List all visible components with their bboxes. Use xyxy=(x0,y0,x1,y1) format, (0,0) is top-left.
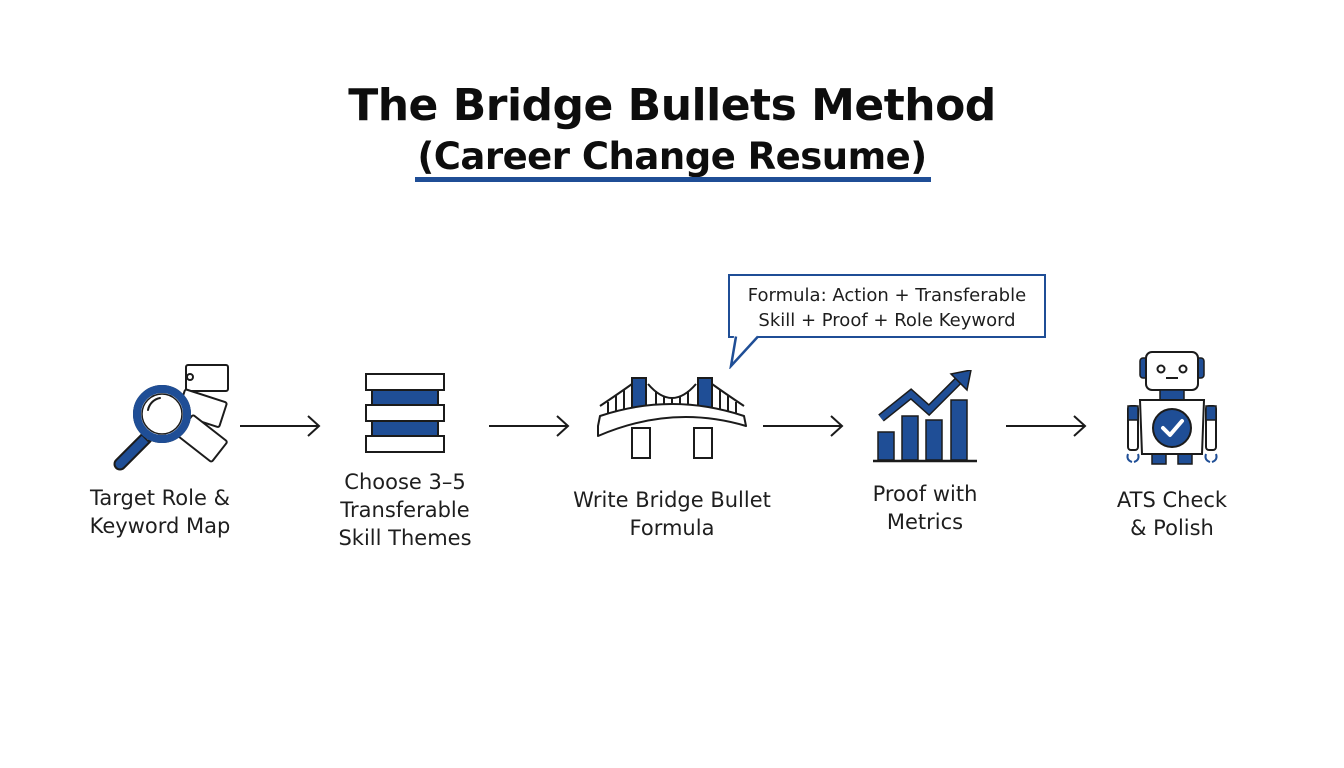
arrow-right-icon xyxy=(240,415,321,437)
arrow-right-icon xyxy=(489,415,570,437)
stacked-layers-icon xyxy=(365,373,445,453)
page-title: The Bridge Bullets Method xyxy=(348,80,996,131)
step-proof-metrics: Proof with Metrics xyxy=(840,370,1010,536)
step-label: Target Role & Keyword Map xyxy=(89,486,231,538)
step-label: Proof with Metrics xyxy=(872,482,978,534)
bridge-icon xyxy=(597,377,747,459)
step-skill-themes: Choose 3–5 Transferable Skill Themes xyxy=(320,372,490,552)
step-label: Choose 3–5 Transferable Skill Themes xyxy=(338,470,472,550)
subtitle-underline xyxy=(415,177,931,182)
robot-check-icon xyxy=(1126,351,1218,465)
title-block: The Bridge Bullets Method (Career Change… xyxy=(0,78,1344,182)
arrow-right-icon xyxy=(763,415,844,437)
magnifier-tags-icon xyxy=(113,364,229,471)
subtitle-wrap: (Career Change Resume) xyxy=(415,132,931,182)
step-ats-check: ATS Check & Polish xyxy=(1100,350,1244,542)
page-subtitle: (Career Change Resume) xyxy=(417,135,927,178)
bar-chart-growth-icon xyxy=(873,370,977,463)
step-label: Write Bridge Bullet Formula xyxy=(573,488,771,540)
formula-callout-text: Formula: Action + Transferable Skill + P… xyxy=(747,285,1027,331)
step-label: ATS Check & Polish xyxy=(1116,488,1228,540)
arrow-right-icon xyxy=(1006,415,1087,437)
formula-callout: Formula: Action + Transferable Skill + P… xyxy=(728,274,1046,338)
step-bridge-bullet: Write Bridge Bullet Formula xyxy=(560,374,784,542)
callout-tail xyxy=(729,335,759,369)
step-target-role: Target Role & Keyword Map xyxy=(60,360,260,540)
